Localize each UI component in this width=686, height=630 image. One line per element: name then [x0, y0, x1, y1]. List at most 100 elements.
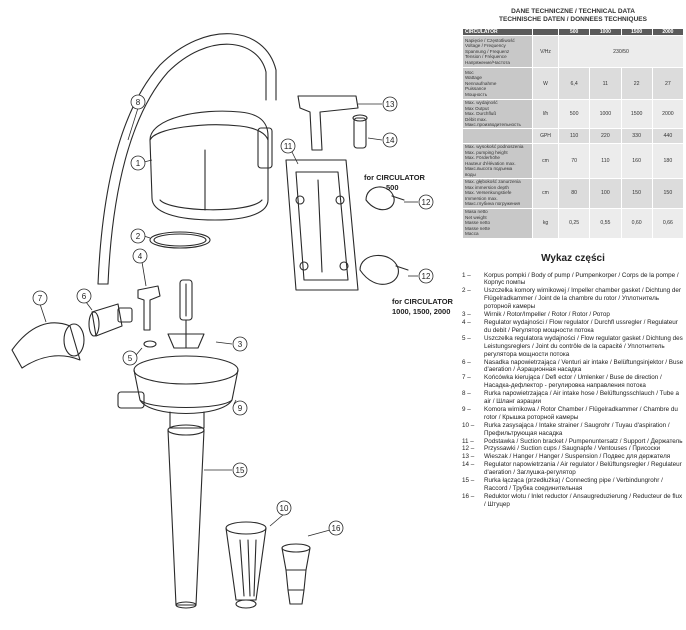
rotor-chamber — [117, 355, 239, 429]
spec-value: 0,60 — [620, 207, 653, 239]
spec-description-line: Wattage — [465, 75, 482, 81]
spec-value: 80 — [557, 177, 591, 209]
pump-body — [149, 110, 273, 221]
spec-value: 330 — [620, 127, 653, 144]
part-item: 8 –Rurka napowietrzająca / Air intake ho… — [462, 390, 684, 406]
callout-7: 7 — [38, 294, 43, 303]
part-number: 16 – — [462, 492, 475, 500]
part-item: 14 –Regulator napowietrzania / Air regul… — [462, 461, 684, 477]
part-number: 15 – — [462, 477, 475, 485]
callout-15: 15 — [236, 466, 245, 475]
spec-description-line: Max. Versenkungstiefe — [465, 190, 512, 196]
spec-description-line: Мощность — [465, 91, 488, 97]
part-number: 4 – — [462, 318, 471, 326]
spec-unit: cm — [532, 177, 559, 209]
spec-description-line: Напряжение/Частота — [465, 59, 510, 65]
venturi-air-intake — [88, 303, 133, 337]
part-number: 6 – — [462, 358, 471, 366]
callout-12-large: 12 — [422, 272, 431, 281]
part-description: Reduktor wlotu / Inlet reductor / Ansaug… — [484, 492, 683, 508]
spec-description-line: Moc — [465, 69, 474, 75]
callout-14: 14 — [386, 136, 395, 145]
label-circulator-big-line2: 1000, 1500, 2000 — [392, 307, 450, 316]
part-number: 9 – — [462, 405, 471, 413]
spec-value: 1500 — [620, 99, 653, 129]
spec-description-line: Max. Förderhöhe — [465, 155, 500, 161]
part-description: Nasadka napowietrzająca / Venturi air in… — [484, 358, 684, 374]
part-item: 6 – Nasadka napowietrzająca / Venturi air… — [462, 359, 684, 375]
part-item: 12 – Przyssawki / Suction cups / Saugnapf… — [462, 445, 684, 453]
callout-8: 8 — [136, 98, 141, 107]
spec-description-line: воды — [465, 171, 476, 177]
part-number: 2 – — [462, 287, 471, 295]
spec-value: 180 — [651, 142, 685, 179]
spec-value: 27 — [651, 67, 685, 100]
spec-description-line: Napięcie / Częstotliwość — [465, 37, 515, 43]
spec-unit: GPH — [532, 127, 559, 144]
callout-4: 4 — [138, 252, 143, 261]
spec-value: 220 — [589, 127, 622, 144]
rotor-impeller — [167, 279, 205, 349]
technical-data-title-line-1: DANE TECHNICZNE / TECHNICAL DATA — [511, 8, 635, 15]
spec-description-line: Immersion max. — [465, 195, 498, 201]
spec-description-line: Net weight — [465, 214, 487, 220]
label-circulator-500-line2: 500 — [386, 183, 399, 192]
part-description: Komora wirnikowa / Rotor Chamber / Flüge… — [484, 405, 678, 421]
spec-description-line: Макс.высота подъема — [465, 166, 513, 172]
label-circulator-big-line1: for CIRCULATOR — [392, 297, 454, 306]
part-number: 14 – — [462, 461, 475, 469]
impeller-chamber-gasket — [149, 231, 211, 249]
part-description: Regulator wydajności / Flow regulator / … — [484, 318, 678, 334]
spec-description-line: Max. wydajność — [465, 100, 498, 105]
spec-unit: V/Hz — [532, 35, 559, 68]
callout-11: 11 — [284, 142, 293, 151]
spec-description — [462, 127, 533, 144]
part-item: 3 –Wirnik / Rotor/Impeller / Rotor / Rot… — [462, 311, 684, 319]
spec-value: 440 — [651, 127, 685, 144]
spec-value: 6,4 — [557, 67, 591, 100]
spec-header-5: 2000 — [651, 28, 685, 36]
spec-description-line: Masa netto — [465, 209, 488, 215]
part-description: Rurka napowietrzająca / Air intake hose … — [484, 390, 679, 406]
part-number: 10 – — [462, 421, 475, 429]
part-number: 13 – — [462, 453, 475, 461]
spec-description-line: Max Output — [465, 105, 489, 111]
spec-description-line: Débit max. — [465, 116, 487, 122]
callout-1: 1 — [136, 159, 141, 168]
deflector — [11, 322, 85, 369]
part-item: 7 –Końcówka kierująca / Defl ector / Uml… — [462, 374, 684, 390]
spec-value: 70 — [557, 142, 591, 179]
suction-bracket — [285, 159, 359, 291]
suction-cup-small — [365, 186, 405, 211]
part-description: Uszczelka regulatora wydajności / Flow r… — [484, 334, 683, 358]
part-description: Korpus pompki / Body of pump / Pumpenkor… — [484, 271, 679, 287]
spec-description-line: Masse nette — [465, 225, 491, 231]
parts-list: 1 –Korpus pompki / Body of pump / Pumpen… — [462, 272, 684, 509]
part-description: Wieszak / Hanger / Hanger / Suspension /… — [484, 453, 671, 461]
inlet-reductor — [281, 543, 311, 605]
spec-value: 22 — [620, 67, 653, 100]
spec-value: 0,55 — [589, 207, 622, 239]
callout-16: 16 — [332, 524, 341, 533]
flow-regulator — [137, 285, 161, 331]
spec-description-line: Масса — [465, 231, 479, 237]
part-description: Przyssawki / Suction cups / Saugnapfe / … — [484, 445, 661, 453]
callout-markers — [32, 94, 434, 537]
spec-description-line: Макс.глубина погружения — [465, 201, 521, 207]
part-number: 12 – — [462, 445, 475, 453]
exploded-parts-diagram: 1 2 3 4 5 6 7 8 9 10 11 12 12 13 14 15 1… — [11, 33, 454, 609]
callout-13: 13 — [386, 100, 395, 109]
air-regulator — [352, 114, 368, 149]
spec-value: 0,66 — [651, 207, 685, 239]
technical-data-panel: DANE TECHNICZNE / TECHNICAL DATA TECHNIS… — [462, 8, 685, 509]
spec-description-line: Max. pumping height — [465, 149, 508, 155]
parts-list-title: Wykaz części — [541, 252, 605, 264]
spec-header-4: 1500 — [620, 28, 653, 36]
